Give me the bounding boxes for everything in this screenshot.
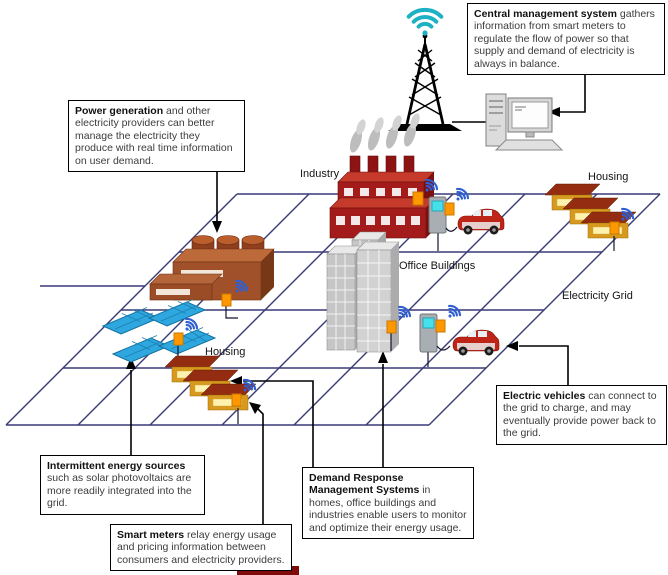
callout-body: relay energy usage and pricing informati…	[117, 529, 285, 566]
label-office-buildings: Office Buildings	[399, 260, 476, 272]
connector-ev-to-car	[506, 341, 569, 385]
charging-station-icon	[419, 313, 451, 367]
callout-body: and other electricity providers can bett…	[75, 105, 233, 167]
wifi-icon	[621, 207, 635, 221]
callout-body: such as solar photovoltaics are more rea…	[47, 472, 192, 510]
smart-meter-icon	[609, 221, 620, 235]
factory-icon	[329, 113, 437, 239]
electric-car-icon	[452, 329, 500, 356]
label-electricity-grid: Electricity Grid	[562, 290, 633, 302]
wifi-icon	[425, 178, 439, 192]
label-housing-bottom: Housing	[205, 346, 246, 358]
wifi-icon	[185, 317, 199, 331]
wifi-icon	[406, 7, 444, 36]
callout-title: Demand Response Management Systems	[309, 472, 420, 497]
callout-demand-response: Demand Response Management Systems in ho…	[302, 467, 474, 540]
connector-demand-to-houses	[230, 376, 314, 467]
connector-smartmeters-to-meter	[249, 402, 264, 524]
callout-intermittent-energy: Intermittent energy sources such as sola…	[40, 455, 205, 515]
power-plant-icon	[149, 235, 275, 319]
radio-tower-icon	[388, 33, 462, 131]
wifi-icon	[235, 279, 249, 293]
callout-body: in homes, office buildings and industrie…	[309, 484, 467, 534]
electric-car-icon	[457, 208, 505, 235]
solar-panels-icon	[101, 299, 217, 367]
connector-central-to-computer	[548, 67, 586, 117]
label-housing-top: Housing	[588, 171, 629, 183]
housing-cluster-bottom	[164, 355, 257, 424]
wifi-icon	[448, 304, 462, 318]
callout-smart-meters: Smart meters relay energy usage and pric…	[110, 524, 292, 572]
callout-central-management: Central management system gathers inform…	[467, 3, 665, 76]
callout-power-generation: Power generation and other electricity p…	[68, 100, 245, 173]
callout-title: Intermittent energy sources	[47, 460, 186, 472]
charging-station-icon	[428, 196, 458, 251]
callout-title: Smart meters	[117, 529, 185, 541]
smart-meter-icon	[173, 332, 184, 346]
wifi-icon	[398, 305, 412, 319]
smart-meter-icon	[231, 393, 242, 407]
office-buildings-icon	[326, 231, 400, 353]
callout-title: Power generation	[75, 105, 164, 117]
connector-demand-to-office	[378, 351, 388, 467]
label-industry: Industry	[300, 168, 340, 180]
callout-body: gathers information from smart meters to…	[474, 8, 655, 70]
callout-electric-vehicles: Electric vehicles can connect to the gri…	[496, 385, 667, 445]
computer-icon	[485, 93, 564, 151]
connector-intermittent-to-solar	[126, 357, 136, 455]
callout-title: Electric vehicles	[503, 390, 586, 402]
smart-meter-icon	[412, 191, 424, 206]
connector-powergen-to-plant	[212, 166, 222, 233]
smart-meter-icon	[386, 320, 397, 334]
callout-body: can connect to the grid to charge, and m…	[503, 390, 657, 440]
callout-title: Central management system	[474, 8, 617, 20]
wifi-icon	[456, 187, 470, 201]
wifi-icon	[243, 378, 257, 392]
smart-meter-icon	[221, 293, 232, 307]
